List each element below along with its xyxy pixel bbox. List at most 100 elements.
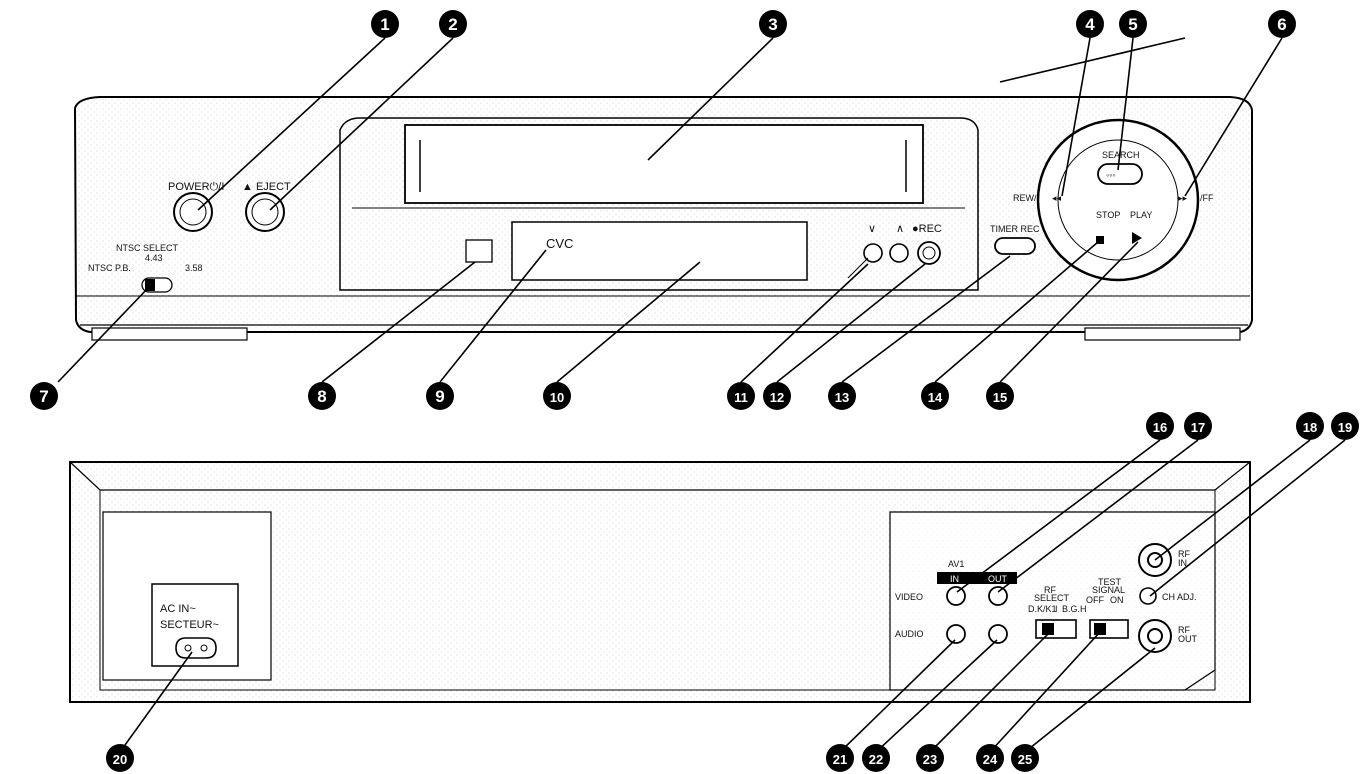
rf-out-label: RF <box>1178 625 1190 635</box>
stop-label: STOP <box>1096 210 1120 220</box>
video-label: VIDEO <box>895 592 923 602</box>
ch-up-button[interactable] <box>889 243 909 263</box>
av1-label: AV1 <box>948 559 964 569</box>
rf-out-label2: OUT <box>1178 634 1198 644</box>
out-label: OUT <box>988 574 1008 584</box>
callout-21: 21 <box>826 744 854 772</box>
svg-text:17: 17 <box>1191 420 1205 435</box>
rf-i-label: I <box>1055 604 1058 614</box>
rf-select-label: RF <box>1044 585 1056 595</box>
ff-icon[interactable]: ▸▸ <box>1178 193 1188 203</box>
callout-9: 9 <box>426 382 454 410</box>
ac-socket[interactable] <box>175 637 217 659</box>
callout-17: 17 <box>1184 412 1212 440</box>
svg-text:24: 24 <box>983 752 998 767</box>
callout-3: 3 <box>759 10 787 38</box>
svg-text:3: 3 <box>768 15 777 34</box>
ntsc-358-label: 3.58 <box>185 263 203 273</box>
svg-text:20: 20 <box>113 752 127 767</box>
ch-up-label: ∧ <box>896 223 904 235</box>
svg-text:25: 25 <box>1018 752 1032 767</box>
audio-label: AUDIO <box>895 629 924 639</box>
audio-in-jack[interactable] <box>946 624 966 644</box>
callout-24: 24 <box>976 744 1004 772</box>
eject-label: ▲ EJECT <box>242 181 291 193</box>
callout-11: 11 <box>727 382 755 410</box>
callout-5: 5 <box>1119 10 1147 38</box>
power-label: POWER⏻/I <box>168 181 224 193</box>
rf-bgh-label: B.G.H <box>1062 604 1087 614</box>
callout-23: 23 <box>916 744 944 772</box>
search-button[interactable] <box>1097 163 1143 185</box>
ac-inlet-box <box>151 583 239 667</box>
ch-adj-label: CH ADJ. <box>1162 592 1197 602</box>
ff-label: /FF <box>1200 193 1214 203</box>
secteur-label: SECTEUR~ <box>160 619 219 631</box>
callout-13: 13 <box>828 382 856 410</box>
ch-adj-control[interactable] <box>1139 587 1157 605</box>
ntsc-443-label: 4.43 <box>145 253 163 263</box>
stop-button[interactable] <box>1096 236 1104 244</box>
callout-6: 6 <box>1268 10 1296 38</box>
rec-label: ●REC <box>912 223 942 235</box>
timer-rec-label: TIMER REC <box>990 224 1040 234</box>
audio-out-jack[interactable] <box>988 624 1008 644</box>
ch-down-button[interactable] <box>863 243 883 263</box>
cassette-slot <box>404 124 924 204</box>
display-text: CVC <box>546 236 573 251</box>
callout-8: 8 <box>308 382 336 410</box>
svg-text:21: 21 <box>833 752 847 767</box>
svg-text:5: 5 <box>1128 15 1137 34</box>
timer-rec-button[interactable] <box>994 237 1036 255</box>
rew-label: REW/ <box>1013 193 1037 203</box>
callout-2: 2 <box>439 10 467 38</box>
callout-7: 7 <box>30 382 58 410</box>
ntsc-select-label: NTSC SELECT <box>116 243 179 253</box>
svg-text:2: 2 <box>448 15 457 34</box>
ntsc-pb-label: NTSC P.B. <box>88 263 131 273</box>
callout-4: 4 <box>1076 10 1104 38</box>
ac-in-label: AC IN~ <box>160 603 196 615</box>
rf-out-jack[interactable] <box>1138 619 1172 653</box>
svg-text:10: 10 <box>550 390 564 405</box>
off-label: OFF <box>1086 595 1104 605</box>
front-panel: CVC POWER⏻/I ▲ EJECT NTSC SELECT 4.43 NT… <box>73 96 1253 341</box>
callout-12: 12 <box>763 382 791 410</box>
callout-19: 19 <box>1331 412 1359 440</box>
rew-icon[interactable]: ◂◂ <box>1052 193 1062 203</box>
callout-14: 14 <box>921 382 949 410</box>
svg-text:8: 8 <box>317 387 326 406</box>
rec-button[interactable] <box>917 241 941 265</box>
svg-text:12: 12 <box>770 390 784 405</box>
test-label: TEST <box>1098 577 1122 587</box>
svg-text:14: 14 <box>928 390 943 405</box>
signal-label: SIGNAL <box>1092 585 1125 595</box>
rear-panel: AC IN~ SECTEUR~ AV1 IN OUT VIDEO AUDIO R… <box>69 461 1251 703</box>
transport-dial <box>1036 118 1200 282</box>
rf-dkk1-label: D.K/K1 <box>1028 604 1057 614</box>
rf-in-label: RF <box>1178 549 1190 559</box>
svg-text:6: 6 <box>1277 15 1286 34</box>
callout-18: 18 <box>1296 412 1324 440</box>
svg-text:9: 9 <box>435 387 444 406</box>
svg-text:13: 13 <box>835 390 849 405</box>
remote-sensor <box>465 239 493 263</box>
svg-text:16: 16 <box>1153 420 1167 435</box>
svg-text:7: 7 <box>39 387 48 406</box>
callout-25: 25 <box>1011 744 1039 772</box>
leader-lines <box>57 37 1346 753</box>
svg-text:23: 23 <box>923 752 937 767</box>
callout-15: 15 <box>986 382 1014 410</box>
play-button[interactable] <box>1132 232 1142 244</box>
video-out-jack[interactable] <box>988 586 1008 606</box>
callout-10: 10 <box>543 382 571 410</box>
svg-text:22: 22 <box>869 752 883 767</box>
display-window <box>511 221 808 281</box>
callout-20: 20 <box>106 744 134 772</box>
svg-text:19: 19 <box>1338 420 1352 435</box>
callout-22: 22 <box>862 744 890 772</box>
in-label: IN <box>950 574 959 584</box>
video-in-jack[interactable] <box>946 586 966 606</box>
svg-text:11: 11 <box>734 390 748 405</box>
